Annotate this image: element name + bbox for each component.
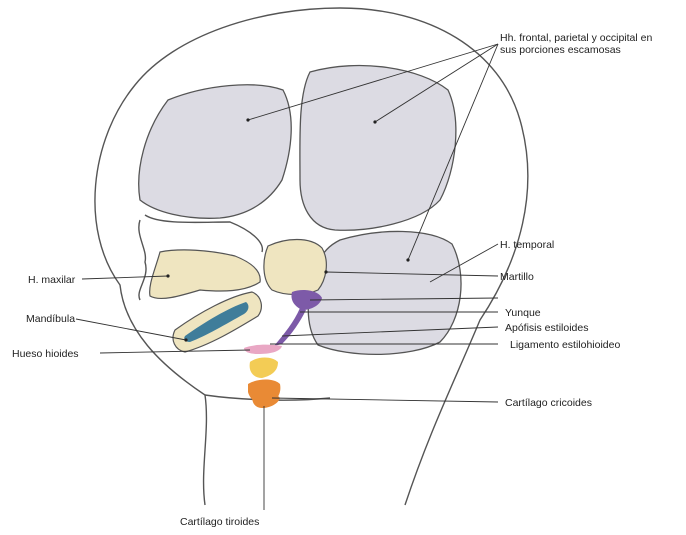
label-cartilago-cricoides: Cartílago cricoides [505, 397, 592, 409]
thyroid-cartilage [250, 358, 278, 379]
label-ligamento-estilohioideo: Ligamento estilohioideo [510, 339, 620, 351]
otic-cartilage [264, 240, 326, 295]
label-cartilago-tiroides: Cartílago tiroides [180, 516, 259, 528]
label-frontal-parietal-occipital-1: Hh. frontal, parietal y occipital en [500, 32, 652, 44]
maxillary-bone [150, 250, 261, 299]
frontal-bone-plate [139, 85, 291, 219]
styloid-process [274, 308, 306, 346]
label-apofisis-estiloides: Apófisis estiloides [505, 322, 588, 334]
label-hueso-hioides: Hueso hioides [12, 348, 79, 360]
label-mandibula: Mandíbula [26, 313, 75, 325]
hyoid-bone [244, 345, 282, 354]
label-frontal-parietal-occipital-2: sus porciones escamosas [500, 44, 621, 56]
cricoid-cartilage [248, 380, 280, 409]
label-martillo: Martillo [500, 271, 534, 283]
label-maxilar: H. maxilar [28, 274, 76, 286]
temporal-bone-plate [308, 231, 461, 354]
label-temporal: H. temporal [500, 239, 554, 251]
label-yunque: Yunque [505, 307, 541, 319]
parietal-bone-plate [300, 66, 456, 231]
